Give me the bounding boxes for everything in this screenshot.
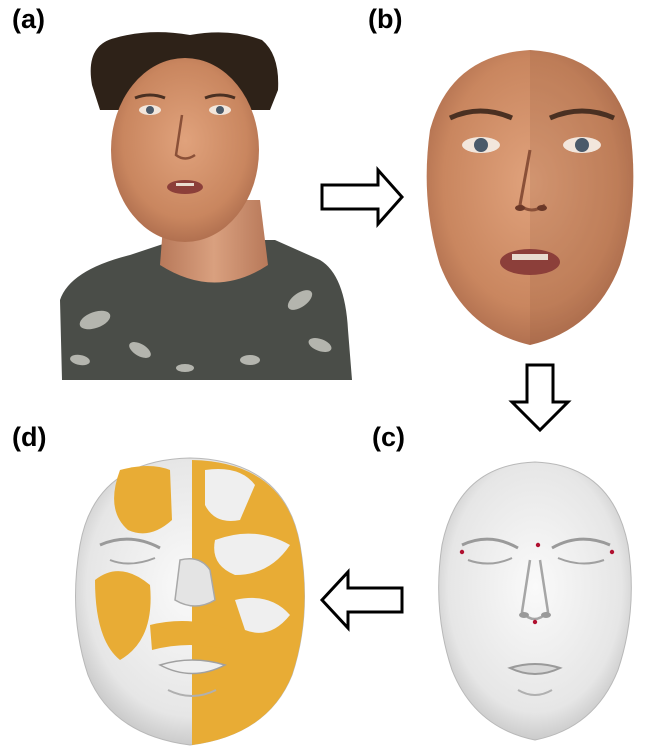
arrow-down (512, 365, 568, 430)
mouth-a (167, 180, 203, 194)
right-iris-a (216, 106, 224, 114)
teeth-b (512, 254, 548, 260)
right-nostril-c (541, 612, 551, 618)
panel-a-photo (60, 32, 352, 380)
panel-d-overlay-mesh (76, 458, 305, 745)
landmark-subnasale (533, 620, 537, 624)
shade-b (530, 50, 633, 345)
right-iris-b (575, 138, 589, 152)
landmark-right-outer-eye (610, 550, 614, 554)
left-iris-a (146, 106, 154, 114)
mesh-face-c (439, 462, 632, 740)
overlay-left-forehead (114, 466, 172, 533)
landmark-left-outer-eye (460, 550, 464, 554)
teeth-a (176, 183, 194, 186)
mouth-b (500, 249, 560, 275)
left-nostril-c (519, 612, 529, 618)
arrow-left (322, 572, 402, 628)
face-a (111, 58, 259, 242)
right-nostril-b (537, 205, 547, 211)
left-iris-b (474, 138, 488, 152)
arrow-right (322, 170, 402, 224)
panel-c-mesh (439, 462, 632, 740)
left-nostril-b (515, 205, 525, 211)
panel-b-textured-face (427, 50, 634, 345)
landmark-nasion (536, 543, 540, 547)
